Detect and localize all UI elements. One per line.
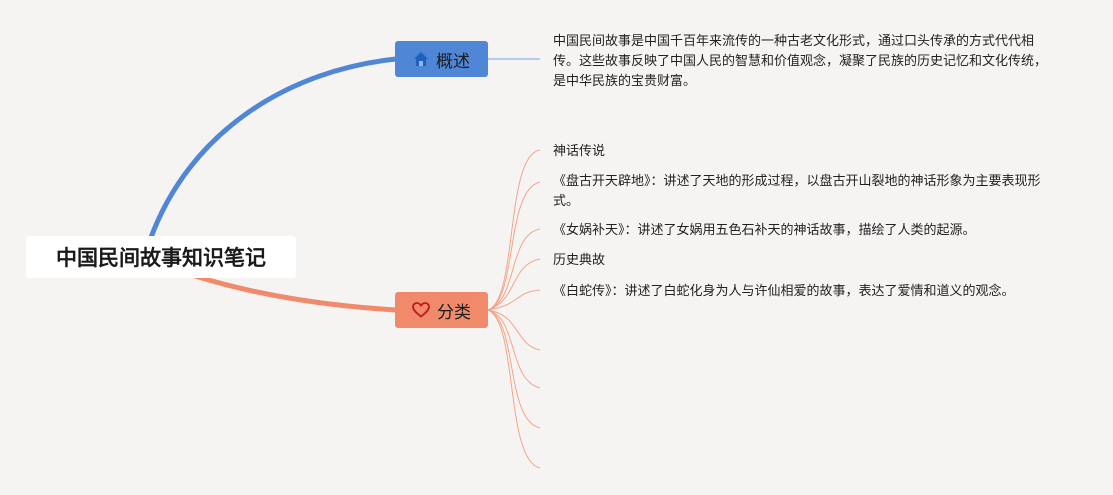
category-item[interactable]: 《盘古开天辟地》：讲述了天地的形成过程，以盘古开山裂地的神话形象为主要表现形式。: [553, 174, 1041, 209]
heart-icon: [412, 302, 430, 318]
root-title: 中国民间故事知识笔记: [56, 246, 266, 270]
connector-root-category: [192, 273, 399, 313]
branch-category-label: 分类: [437, 302, 471, 323]
root-node[interactable]: 中国民间故事知识笔记: [26, 236, 296, 278]
category-item[interactable]: 《女娲补天》：讲述了女娲用五色石补天的神话故事，描绘了人类的起源。: [553, 223, 976, 238]
branch-overview[interactable]: 概述: [395, 41, 488, 77]
category-item[interactable]: 神话传说: [553, 144, 606, 159]
home-icon: [413, 51, 429, 67]
branch-category[interactable]: 分类: [395, 292, 488, 328]
overview-description: 中国民间故事是中国千百年来流传的一种古老文化形式，通过口头传承的方式代代相传。这…: [553, 34, 1048, 89]
branch-overview-label: 概述: [436, 51, 470, 72]
category-item[interactable]: 历史典故: [553, 253, 606, 268]
connector-category-fan: [487, 149, 541, 469]
connector-root-overview: [147, 56, 399, 243]
category-item[interactable]: 《白蛇传》：讲述了白蛇化身为人与许仙相爱的故事，表达了爱情和道义的观念。: [553, 284, 1015, 299]
